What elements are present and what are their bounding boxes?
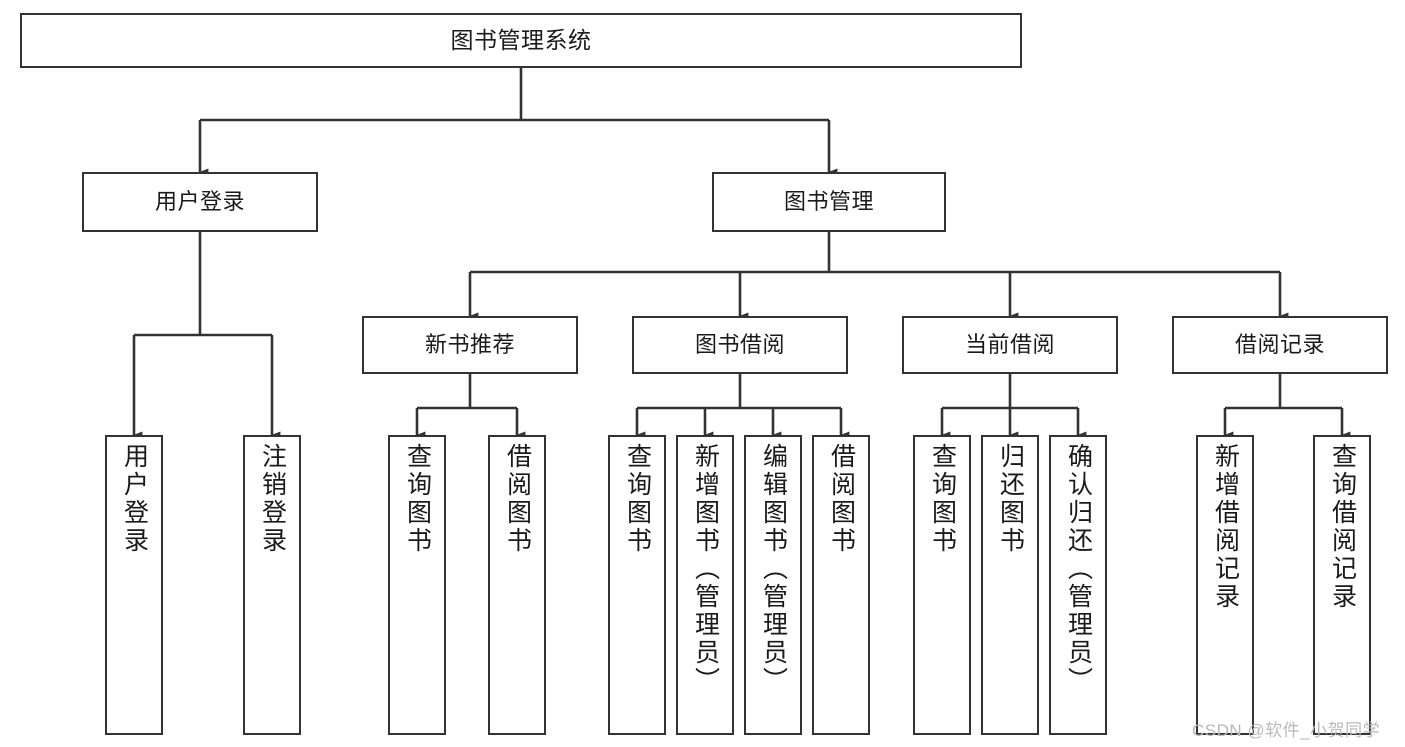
- node-current[interactable]: 当前借阅: [902, 316, 1118, 374]
- watermark: CSDN @软件_小贺同学: [1192, 721, 1381, 740]
- node-label: 新增图书（管理员）: [691, 443, 720, 695]
- node-records[interactable]: 借阅记录: [1172, 316, 1388, 374]
- node-label: 查询图书: [928, 443, 957, 555]
- node-label: 注销登录: [258, 443, 287, 555]
- node-label: 图书借阅: [694, 331, 785, 357]
- node-leaf-new-2[interactable]: 借阅图书: [488, 435, 546, 735]
- node-borrow[interactable]: 图书借阅: [632, 316, 848, 374]
- node-label: 查询图书: [403, 443, 432, 555]
- node-label: 归还图书: [996, 443, 1025, 555]
- node-leaf-borrow-1[interactable]: 查询图书: [608, 435, 666, 735]
- node-leaf-login-1[interactable]: 用户登录: [105, 435, 163, 735]
- node-leaf-cur-3[interactable]: 确认归还（管理员）: [1049, 435, 1107, 735]
- node-label: 确认归还（管理员）: [1064, 443, 1093, 695]
- node-label: 借阅图书: [503, 443, 532, 555]
- node-bookmgmt[interactable]: 图书管理: [712, 172, 946, 232]
- node-label: 新书推荐: [424, 331, 515, 357]
- node-leaf-borrow-3[interactable]: 编辑图书（管理员）: [744, 435, 802, 735]
- node-leaf-borrow-4[interactable]: 借阅图书: [812, 435, 870, 735]
- node-label: 新增借阅记录: [1211, 443, 1240, 611]
- node-label: 图书管理: [783, 188, 874, 214]
- node-leaf-borrow-2[interactable]: 新增图书（管理员）: [676, 435, 734, 735]
- node-leaf-cur-2[interactable]: 归还图书: [981, 435, 1039, 735]
- node-leaf-cur-1[interactable]: 查询图书: [913, 435, 971, 735]
- node-label: 查询图书: [623, 443, 652, 555]
- node-label: 借阅图书: [827, 443, 856, 555]
- node-label: 当前借阅: [964, 331, 1055, 357]
- node-label: 图书管理系统: [450, 26, 592, 53]
- node-label: 查询借阅记录: [1328, 443, 1357, 611]
- node-leaf-login-2[interactable]: 注销登录: [243, 435, 301, 735]
- node-newbook[interactable]: 新书推荐: [362, 316, 578, 374]
- node-root[interactable]: 图书管理系统: [20, 13, 1022, 68]
- node-login[interactable]: 用户登录: [82, 172, 318, 232]
- node-leaf-rec-1[interactable]: 新增借阅记录: [1196, 435, 1254, 735]
- node-label: 用户登录: [154, 188, 245, 214]
- node-label: 编辑图书（管理员）: [759, 443, 788, 695]
- node-label: 用户登录: [120, 443, 149, 555]
- node-leaf-rec-2[interactable]: 查询借阅记录: [1313, 435, 1371, 735]
- node-leaf-new-1[interactable]: 查询图书: [388, 435, 446, 735]
- node-label: 借阅记录: [1234, 331, 1325, 357]
